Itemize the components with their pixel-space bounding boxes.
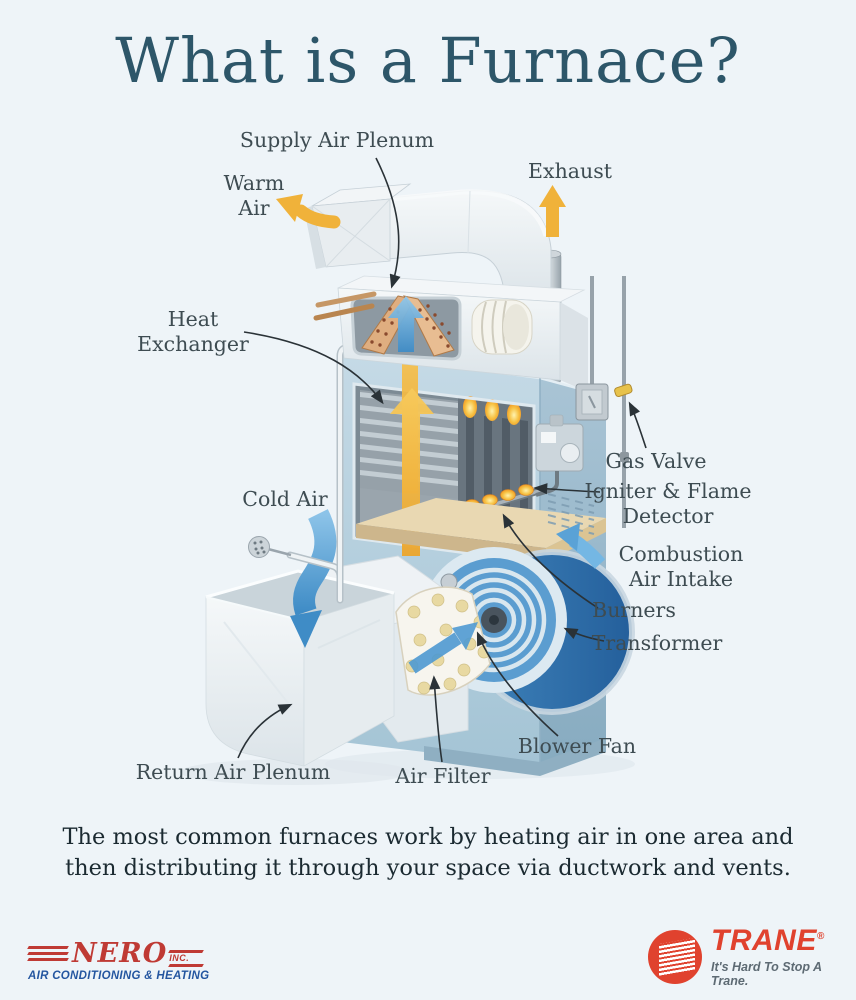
pointer-supply-air-plenum xyxy=(375,157,401,289)
label-blower-fan: Blower Fan xyxy=(517,734,637,758)
label-heat-exchanger: Heat Exchanger xyxy=(137,307,249,356)
nero-speed-stripes-icon xyxy=(27,946,69,961)
nero-inc-text: INC. xyxy=(169,952,190,963)
label-combustion-air-intake: Combustion Air Intake xyxy=(618,542,744,591)
pointer-heat-exchanger xyxy=(243,331,384,405)
gas-control-box xyxy=(535,414,584,497)
registered-mark: ® xyxy=(816,931,825,942)
cold-air-arrow xyxy=(290,509,337,648)
nero-logo: NERO INC. AIR CONDITIONING & HEATING xyxy=(27,938,210,982)
gas-shutoff-valve xyxy=(614,383,633,397)
electrical-box xyxy=(575,276,609,421)
pointer-return-air-plenum xyxy=(237,703,293,759)
copper-lines xyxy=(313,291,377,321)
trane-globe-icon xyxy=(648,930,702,984)
pointer-burners xyxy=(502,513,599,609)
exhaust-arrow xyxy=(539,185,566,237)
description-line-2: then distributing it through your space … xyxy=(65,854,791,881)
label-exhaust: Exhaust xyxy=(528,159,612,183)
nero-inc-suffix: INC. xyxy=(168,941,205,967)
label-warm-air: Warm Air xyxy=(223,171,285,220)
coil-box xyxy=(337,275,588,392)
heat-flow-arrow xyxy=(390,309,434,556)
label-return-air-plenum: Return Air Plenum xyxy=(135,760,331,784)
pointer-gas-valve xyxy=(628,401,647,449)
coil-canister xyxy=(471,299,533,355)
label-supply-air-plenum: Supply Air Plenum xyxy=(239,128,435,152)
label-air-filter: Air Filter xyxy=(395,764,491,788)
label-gas-valve: Gas Valve xyxy=(605,449,707,473)
trane-logo: TRANE® It's Hard To Stop A Trane. xyxy=(648,926,856,988)
label-transformer: Transformer xyxy=(591,631,723,655)
pointer-blower-fan xyxy=(476,631,559,737)
cabinet-base xyxy=(424,738,606,776)
label-igniter-flame-detector: Igniter & Flame Detector xyxy=(584,479,752,528)
filter-flow-arrow xyxy=(408,622,478,674)
pointer-igniter xyxy=(533,483,601,495)
label-cold-air: Cold Air xyxy=(242,487,328,511)
humidifier-nozzle xyxy=(248,536,292,558)
trane-wordmark: TRANE® xyxy=(711,924,825,957)
nero-wordmark: NERO xyxy=(72,938,168,969)
burner-flames-top xyxy=(463,396,521,425)
pointer-transformer xyxy=(563,627,605,642)
plenum-shadow xyxy=(180,759,410,785)
warm-air-arrow xyxy=(276,194,341,229)
supply-flow-arrow xyxy=(388,296,424,352)
description-line-1: The most common furnaces work by heating… xyxy=(62,824,794,850)
label-burners: Burners xyxy=(592,598,676,622)
trane-tagline: It's Hard To Stop A Trane. xyxy=(711,960,822,988)
gas-piping xyxy=(614,276,633,528)
pointer-air-filter xyxy=(429,675,443,763)
pointer-lines xyxy=(237,157,647,763)
page-title: What is a Furnace? xyxy=(115,24,741,97)
combustion-air-arrow xyxy=(556,523,606,569)
nero-tagline: AIR CONDITIONING & HEATING xyxy=(28,970,210,982)
description-text: The most common furnaces work by heating… xyxy=(0,822,856,883)
